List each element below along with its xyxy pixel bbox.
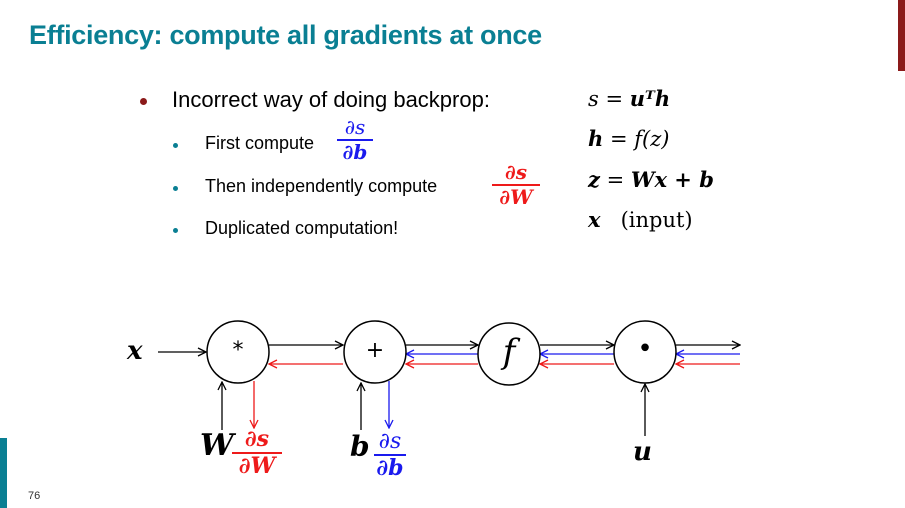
frac-bar	[374, 454, 406, 456]
equation-z: z = Wx + b	[588, 167, 714, 192]
grad-W-fraction: ∂s ∂W	[492, 162, 540, 208]
input-b-label: b	[350, 430, 370, 463]
grad-W-label: ∂s ∂W	[232, 426, 282, 479]
top-accent-bar	[898, 0, 905, 71]
grad-b-fraction: ∂s ∂b	[337, 117, 373, 163]
frac-bar	[337, 139, 373, 141]
node-f	[477, 322, 541, 386]
input-u-label: u	[633, 437, 652, 467]
node-add-label: +	[365, 338, 385, 363]
bullet-dot	[140, 98, 147, 105]
equation-h: h = f(z)	[588, 126, 670, 151]
frac-denominator: ∂W	[499, 184, 533, 209]
equation-x: x (input)	[588, 207, 693, 232]
node-dot-label: •	[637, 334, 653, 364]
node-add	[343, 320, 407, 384]
node-f-label: f	[502, 332, 516, 372]
page-number: 76	[28, 490, 41, 502]
sub-bullet-1: First compute	[205, 133, 315, 153]
frac-numerator: ∂s	[378, 429, 402, 454]
main-bullet: Incorrect way of doing backprop:	[172, 87, 490, 112]
frac-numerator: ∂s	[244, 426, 270, 452]
sub-bullet-3: Duplicated computation!	[205, 218, 399, 238]
frac-numerator: ∂s	[505, 160, 527, 184]
sub-bullet-2: Then independently compute	[205, 176, 438, 196]
sub-bullet-dot	[173, 143, 178, 148]
frac-denominator: ∂W	[238, 452, 276, 479]
frac-denominator: ∂b	[342, 139, 368, 164]
input-W-label: W	[200, 428, 234, 463]
equation-s: s = uᵀh	[588, 86, 671, 111]
node-mul-label: *	[232, 338, 244, 363]
frac-denominator: ∂b	[376, 454, 404, 481]
sub-bullet-dot	[173, 228, 178, 233]
grad-b-label: ∂s ∂b	[374, 430, 406, 480]
input-x-label: x	[127, 336, 143, 366]
frac-numerator: ∂s	[344, 115, 366, 139]
sub-bullet-dot	[173, 186, 178, 191]
slide-title: Efficiency: compute all gradients at onc…	[29, 20, 542, 50]
bottom-accent-bar	[0, 438, 7, 508]
node-dot	[613, 320, 677, 384]
frac-bar	[232, 452, 282, 454]
node-mul	[206, 320, 270, 384]
frac-bar	[492, 184, 540, 186]
